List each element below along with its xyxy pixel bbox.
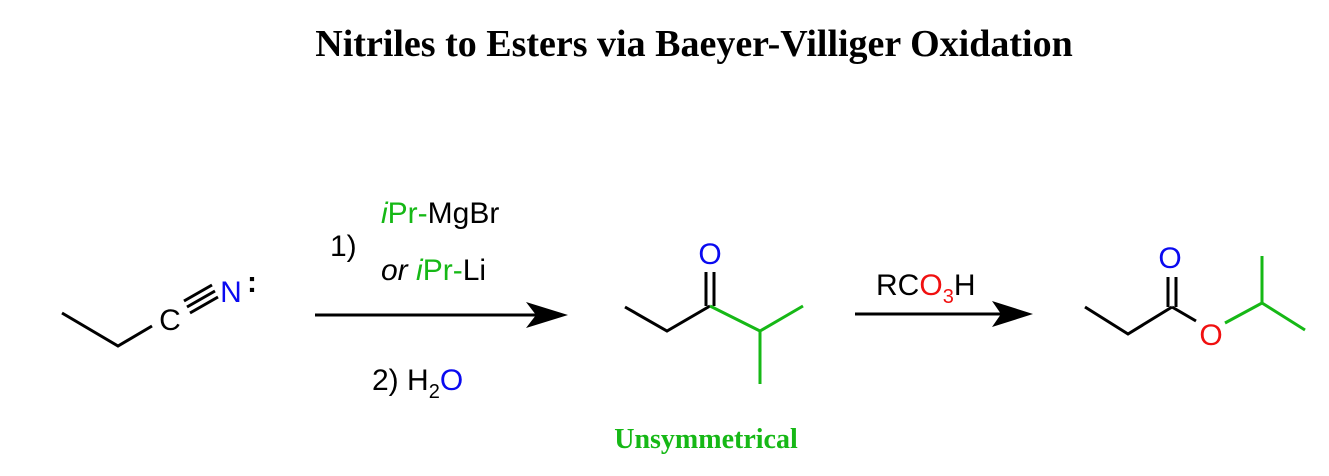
scheme-title: Nitriles to Esters via Baeyer-Villiger O… xyxy=(315,23,1072,65)
lone-pair: : xyxy=(247,266,257,299)
reagent-water: 2) H2O xyxy=(372,364,463,403)
ketone xyxy=(624,272,804,384)
unsymmetrical-label: Unsymmetrical xyxy=(614,424,798,455)
mgbr-text: MgBr xyxy=(427,197,500,230)
reagent-peracid: RCO3H xyxy=(876,269,975,308)
ester xyxy=(1084,256,1306,336)
propionitrile xyxy=(61,283,219,348)
ester-carbonyl-oxygen: O xyxy=(1158,242,1181,275)
nitrile-nitrogen: N xyxy=(220,276,242,309)
ketone-oxygen: O xyxy=(698,238,721,271)
reagent-ipr-li: or iPr-Li xyxy=(381,254,486,287)
nitrile-carbon: C xyxy=(159,304,181,337)
isopropyl-group: iPr- xyxy=(381,197,428,230)
reaction-arrow-1 xyxy=(315,302,568,328)
reagent-ipr-mgbr: iPr-MgBr xyxy=(381,197,499,231)
ester-alkoxy-oxygen: O xyxy=(1199,319,1222,352)
reaction-arrow-2 xyxy=(855,301,1033,327)
step-1-number: 1) xyxy=(330,230,357,263)
